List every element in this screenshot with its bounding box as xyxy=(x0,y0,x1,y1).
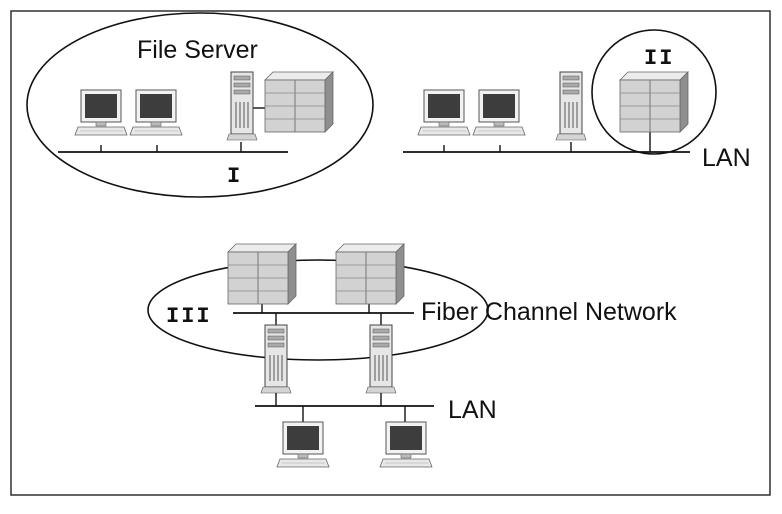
server-icon xyxy=(555,71,587,141)
file-server-label: File Server xyxy=(137,36,258,64)
workstation-icon xyxy=(276,421,330,468)
lan-label-bottom: LAN xyxy=(448,396,497,424)
workstation-icon xyxy=(129,89,183,136)
file-server-icon xyxy=(226,71,258,141)
storage-array-icon xyxy=(619,71,689,133)
scenario-3-label: III xyxy=(166,304,212,329)
workstation-icon xyxy=(417,89,471,136)
workstation-icon xyxy=(74,89,128,136)
storage-array-icon xyxy=(335,243,405,305)
scenario-san: III Fiber Channel Network LAN xyxy=(147,243,677,468)
server-icon xyxy=(365,324,397,394)
storage-array-icon xyxy=(264,71,334,133)
scenario-1-label: I xyxy=(227,164,242,189)
workstation-icon xyxy=(379,421,433,468)
scenario-2-label: II xyxy=(644,46,674,71)
nas-circle xyxy=(591,29,717,155)
file-server-ellipse xyxy=(26,12,374,198)
storage-array-icon xyxy=(227,243,297,305)
server-icon xyxy=(260,324,292,394)
scenario-nas: II LAN xyxy=(403,29,751,172)
lan-label-top: LAN xyxy=(702,144,751,172)
fiber-channel-ellipse xyxy=(147,259,489,361)
workstation-icon xyxy=(472,89,526,136)
fiber-channel-label: Fiber Channel Network xyxy=(421,298,677,326)
scenario-file-server: File Server I xyxy=(26,12,374,198)
diagram-border xyxy=(10,10,771,496)
